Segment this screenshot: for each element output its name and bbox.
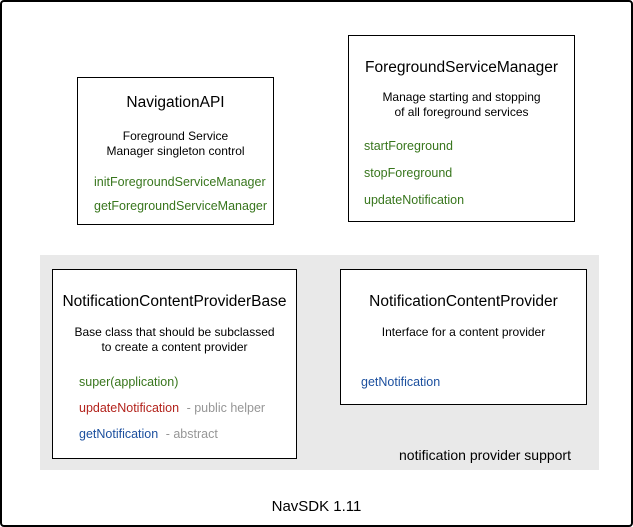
method-getNotification: getNotification (361, 375, 441, 389)
description-line: Base class that should be subclassed (74, 325, 275, 339)
description-line: Manage starting and stopping (382, 90, 541, 104)
method-getNotification: getNotification - abstract (79, 427, 296, 442)
class-title: ForegroundServiceManager (365, 59, 558, 76)
diagram-caption: NavSDK 1.11 (271, 498, 362, 515)
method-list: initForegroundServiceManager getForegrou… (78, 175, 273, 214)
method-super-application: super(application) (79, 375, 296, 390)
method-list: super(application) updateNotification - … (53, 375, 296, 442)
class-box-notification-content-provider-base: NotificationContentProviderBase Base cla… (52, 269, 297, 459)
method-updateNotification: updateNotification (364, 193, 465, 207)
method-list: startForeground stopForeground updateNot… (349, 139, 574, 208)
description-line: to create a content provider (101, 340, 248, 354)
description-line: Foreground Service (122, 129, 229, 143)
method-stopForeground: stopForeground (364, 166, 453, 180)
description-line: Manager singleton control (106, 144, 245, 158)
method-updateNotification: updateNotification - public helper (79, 401, 296, 416)
method-name: super(application) (79, 375, 179, 389)
class-description: Base class that should be subclassed to … (53, 325, 296, 355)
class-title: NotificationContentProviderBase (62, 293, 287, 310)
class-description: Manage starting and stopping of all fore… (349, 90, 574, 120)
class-description: Foreground Service Manager singleton con… (78, 129, 273, 159)
class-box-notification-content-provider: NotificationContentProvider Interface fo… (340, 269, 587, 405)
method-startForeground: startForeground (364, 139, 453, 153)
method-annotation: - abstract (165, 427, 218, 441)
method-initForegroundServiceManager: initForegroundServiceManager (94, 175, 266, 189)
method-annotation: - public helper (186, 401, 266, 415)
description-line: of all foreground services (394, 105, 529, 119)
method-name: updateNotification (79, 401, 180, 415)
method-getForegroundServiceManager: getForegroundServiceManager (94, 199, 268, 213)
class-title: NavigationAPI (126, 94, 225, 111)
class-title: NotificationContentProvider (369, 293, 558, 310)
region-label: notification provider support (399, 447, 571, 463)
class-description: Interface for a content provider (341, 325, 586, 340)
method-name: getNotification (79, 427, 159, 441)
description-line: Interface for a content provider (381, 325, 546, 339)
method-list: getNotification (341, 375, 586, 390)
class-box-foreground-service-manager: ForegroundServiceManager Manage starting… (348, 35, 575, 222)
class-box-navigation-api: NavigationAPI Foreground Service Manager… (77, 77, 274, 225)
